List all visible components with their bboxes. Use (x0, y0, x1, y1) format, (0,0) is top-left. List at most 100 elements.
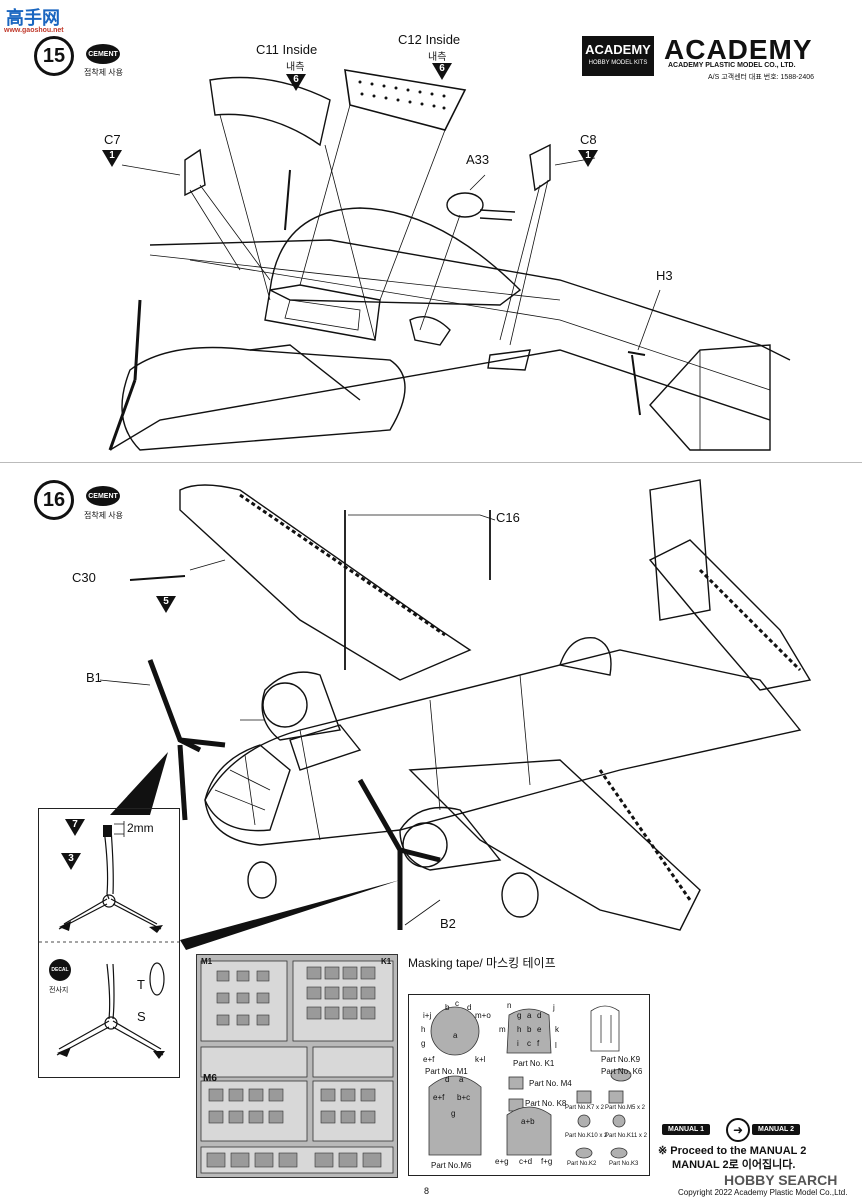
step-15-cement-badge: CEMENT (86, 44, 120, 64)
manual-1-button: MANUAL 1 (662, 1124, 711, 1135)
masking-guide-m1-letter: g (421, 1039, 426, 1048)
masking-guide-k1-letter: i (517, 1039, 519, 1048)
decal-s-label: S (137, 1009, 146, 1024)
masking-guide-m5: Part No.M5 x 2 (605, 1105, 646, 1111)
masking-guide-m1-letter: c (455, 999, 459, 1008)
masking-guide-k9: Part No.K9 (601, 1055, 641, 1064)
masking-guide-k8: Part No. K8 (525, 1099, 567, 1108)
masking-guide-m1-letter: k+l (475, 1055, 486, 1064)
academy-wordmark: ACADEMY (664, 34, 813, 65)
company-name: ACADEMY PLASTIC MODEL CO., LTD. (668, 62, 796, 69)
academy-logo-box-sub: HOBBY MODEL KITS (588, 60, 648, 66)
masking-guide-k8-letter: e+g (495, 1157, 509, 1166)
part-c7-triangle-num: 1 (109, 150, 115, 161)
step-15-number: 15 (34, 36, 74, 76)
decal-sub: 전사지 (49, 987, 69, 994)
masking-sheet-label-k1: K1 (381, 957, 392, 966)
part-c12-triangle (432, 63, 452, 80)
propeller-detail-drawing (39, 821, 179, 1059)
part-c11-triangle-num: 6 (293, 74, 299, 85)
proceed-text-en: ※ Proceed to the MANUAL 2 (658, 1145, 807, 1157)
detail-dimension: 2mm (127, 821, 154, 835)
masking-guide-k3: Part No.K3 (609, 1161, 639, 1167)
part-label-c8: C8 (580, 132, 597, 147)
part-c8-triangle (578, 150, 598, 167)
masking-guide-k2: Part No.K2 (567, 1161, 597, 1167)
part-label-c12-kr: 내측 (428, 52, 447, 63)
step-16-cement-sub: 접착제 사용 (84, 511, 124, 520)
watermark-url: www.gaoshou.net (4, 27, 64, 34)
step-16-number: 16 (34, 480, 74, 520)
step-divider (0, 462, 862, 463)
hobbysearch-watermark: HOBBY SEARCH (724, 1172, 838, 1188)
masking-guide-m1-letter: d (467, 1003, 472, 1012)
part-label-c12: C12 Inside (398, 32, 461, 47)
propeller-detail-box: 7 3 2mm DECAL 전사지 T S (38, 808, 180, 1078)
watermark-brand: 高手网 (6, 8, 60, 28)
masking-guide-m6-letter: a (459, 1075, 464, 1084)
service-number: A/S 고객센터 대표 번호: 1588-2406 (708, 74, 815, 81)
part-c8-triangle-num: 1 (585, 150, 591, 161)
masking-guide-k1-letter: f (537, 1039, 540, 1048)
masking-sheet: M1 K1 M6 (196, 954, 398, 1178)
masking-guide-k8-letter: c+d (519, 1157, 533, 1166)
part-c30-triangle-num: 5 (163, 596, 169, 607)
part-c11-triangle (286, 74, 306, 91)
masking-guide-m4: Part No. M4 (529, 1079, 572, 1088)
masking-guide-k1-letter: a (527, 1011, 532, 1020)
masking-guide-m1: Part No. M1 (425, 1067, 468, 1076)
step-16-illustration (99, 479, 812, 950)
detail-tri-3-num: 3 (68, 853, 74, 864)
masking-guide-drawing (428, 1005, 632, 1159)
masking-sheet-label-m6: M6 (203, 1073, 217, 1084)
detail-tri-7-num: 7 (72, 819, 78, 830)
copyright: Copyright 2022 Academy Plastic Model Co.… (678, 1188, 848, 1197)
masking-sheet-drawing (200, 960, 394, 1174)
part-label-c16: C16 (496, 510, 520, 525)
step-15-illustration (108, 69, 791, 451)
masking-guide-k1-letter: k (555, 1025, 559, 1034)
masking-guide-k1: Part No. K1 (513, 1059, 555, 1068)
masking-guide-m1-letter: m+o (475, 1011, 491, 1020)
masking-guide-m1-letter: a (453, 1031, 458, 1040)
step-15-cement-sub: 접착제 사용 (84, 68, 124, 77)
masking-guide-k1-letter: g (517, 1011, 522, 1020)
masking-guide-k1-letter: j (553, 1003, 555, 1012)
masking-guide-k1-letter: l (555, 1041, 557, 1050)
masking-guide-m6-letter: d (445, 1075, 450, 1084)
masking-guide-m1-letter: h (421, 1025, 426, 1034)
masking-title: Masking tape/ 마스킹 테이프 (408, 956, 556, 970)
masking-guide-k1-letter: h (517, 1025, 522, 1034)
proceed-text-kr: MANUAL 2로 이어집니다. (672, 1159, 796, 1171)
part-label-c11-kr: 내측 (286, 62, 305, 73)
part-label-a33: A33 (466, 152, 490, 167)
part-label-h3: H3 (656, 268, 673, 283)
academy-logo-box-text: ACADEMY (585, 42, 651, 57)
decal-badge: DECAL (49, 959, 71, 981)
masking-guide-m6-letter: e+f (433, 1093, 445, 1102)
masking-guide-k10: Part No.K10 x 2 (565, 1133, 608, 1139)
part-c30-triangle (156, 596, 176, 613)
masking-guide-k1-letter: b (527, 1025, 532, 1034)
masking-guide-k8-letter: a+b (521, 1117, 535, 1126)
arrow-right-icon: ➜ (726, 1118, 750, 1142)
masking-guide-m6-letter: b+c (457, 1093, 471, 1102)
masking-guide-k1-letter: e (537, 1025, 542, 1034)
masking-guide-k1-letter: m (499, 1025, 506, 1034)
masking-guide-k1-letter: c (527, 1039, 531, 1048)
detail-tri-7 (65, 819, 85, 836)
manual-2-button: MANUAL 2 (752, 1124, 801, 1135)
masking-guide-k6: Part No. K6 (601, 1067, 643, 1076)
masking-guide-m1-letter: b (445, 1003, 450, 1012)
masking-guide-k8-letter: f+g (541, 1157, 553, 1166)
part-c7-triangle (102, 150, 122, 167)
masking-sheet-label-m1: M1 (201, 957, 213, 966)
decal-t-label: T (137, 977, 145, 992)
masking-guide-k1-letter: n (507, 1001, 512, 1010)
detail-tri-3 (61, 853, 81, 870)
masking-guide: Part No. M1 Part No. K1 Part No.K9 Part … (408, 994, 650, 1176)
masking-guide-m6-letter: g (451, 1109, 456, 1118)
masking-guide-m1-letter: e+f (423, 1055, 435, 1064)
academy-logo-box: ACADEMY HOBBY MODEL KITS (582, 36, 654, 76)
masking-guide-k1-letter: d (537, 1011, 542, 1020)
